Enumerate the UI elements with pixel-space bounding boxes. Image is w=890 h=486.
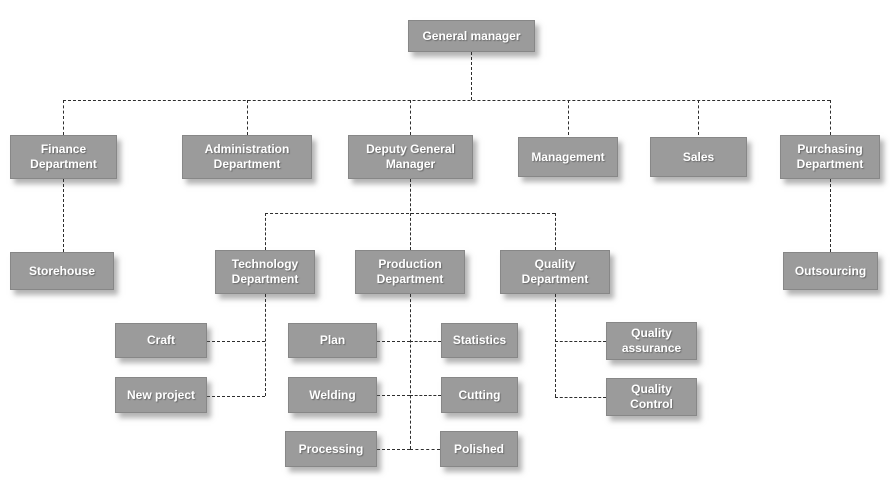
node-quality-assurance: Quality assurance <box>606 322 697 360</box>
node-outsourcing: Outsourcing <box>783 252 878 290</box>
node-production-department: Production Department <box>355 250 465 294</box>
connector-gm-drop <box>471 52 472 100</box>
node-general-manager: General manager <box>408 20 535 52</box>
connector-drop-technology <box>265 213 266 250</box>
node-storehouse: Storehouse <box>10 252 114 290</box>
connector-purchasing-outsourcing <box>830 179 831 252</box>
connector-drop-administration <box>247 100 248 135</box>
connector-drop-management <box>568 100 569 135</box>
connector-level1-rail <box>63 100 830 101</box>
node-new-project: New project <box>115 377 207 413</box>
node-processing: Processing <box>285 431 377 467</box>
connector-finance-storehouse <box>63 179 64 252</box>
node-administration-department: Administration Department <box>182 135 312 179</box>
connector-level2-rail <box>265 213 555 214</box>
node-craft: Craft <box>115 323 207 358</box>
connector-cutting-stub <box>410 395 441 396</box>
connector-drop-sales <box>698 100 699 135</box>
node-deputy-general-manager: Deputy General Manager <box>348 135 473 179</box>
node-polished: Polished <box>440 431 518 467</box>
node-management: Management <box>518 137 618 177</box>
connector-new-project-stub <box>207 396 265 397</box>
node-statistics: Statistics <box>441 323 518 358</box>
connector-welding-stub <box>377 395 410 396</box>
connector-quality-control-stub <box>555 397 606 398</box>
connector-polished-stub <box>410 449 440 450</box>
connector-plan-stub <box>377 341 410 342</box>
connector-production-spine <box>410 294 411 449</box>
connector-drop-purchasing <box>830 100 831 135</box>
node-purchasing-department: Purchasing Department <box>780 135 880 179</box>
connector-quality-spine <box>555 294 556 397</box>
node-quality-control: Quality Control <box>606 378 697 416</box>
node-welding: Welding <box>288 377 377 413</box>
node-quality-department: Quality Department <box>500 250 610 294</box>
connector-drop-quality <box>555 213 556 250</box>
connector-statistics-stub <box>410 341 441 342</box>
connector-quality-assurance-stub <box>555 341 606 342</box>
connector-processing-stub <box>377 449 410 450</box>
node-plan: Plan <box>288 323 377 358</box>
connector-deputy-drop <box>410 179 411 250</box>
connector-craft-stub <box>207 341 265 342</box>
node-finance-department: Finance Department <box>10 135 117 179</box>
connector-drop-finance <box>63 100 64 135</box>
connector-technology-spine <box>265 294 266 396</box>
node-sales: Sales <box>650 137 747 177</box>
node-technology-department: Technology Department <box>215 250 315 294</box>
connector-drop-deputy <box>410 100 411 135</box>
node-cutting: Cutting <box>441 377 518 413</box>
